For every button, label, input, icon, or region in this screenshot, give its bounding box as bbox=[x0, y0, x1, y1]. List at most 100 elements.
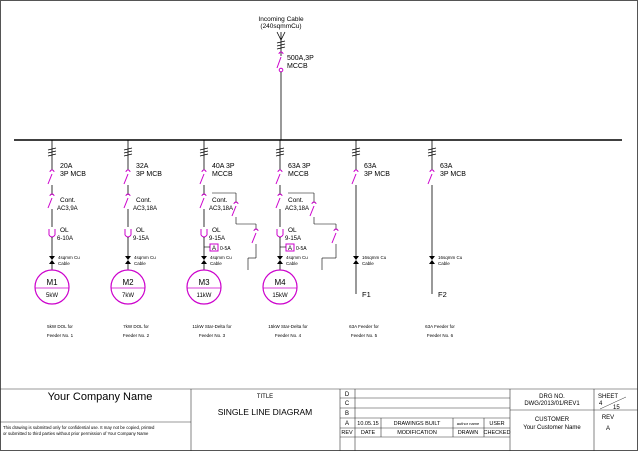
rev-letter-a: A bbox=[345, 421, 349, 427]
feeder-4-ammeter-range: 0-5A bbox=[296, 246, 307, 252]
feeder-4: 63A 3P MCCB Cont. AC3,18A OL 9-15A A 0-5… bbox=[262, 140, 339, 338]
feeder-3-motor-power: 11kW bbox=[197, 293, 212, 299]
feeder-1-motor-symbol bbox=[34, 269, 70, 305]
feeder-2-motor-symbol bbox=[110, 269, 146, 305]
feeder-2-cable-size: 4sqmm Cu bbox=[134, 255, 156, 260]
rev-a-date: 10.05.15 bbox=[357, 421, 378, 427]
feeder-4-motor-power: 15kW bbox=[272, 293, 288, 299]
feeder-1-cable-size: 4sqmm Cu bbox=[58, 255, 80, 260]
feeder-2-overload-rating: 9-15A bbox=[133, 236, 149, 242]
rev-letter-c: C bbox=[345, 401, 350, 407]
feeder-4-overload-rating: 9-15A bbox=[285, 236, 301, 242]
feeder-5-breaker-type: 3P MCB bbox=[364, 171, 390, 178]
incomer-breaker-label-2: MCCB bbox=[287, 63, 308, 70]
feeder-6-description-2: Feeder No. 6 bbox=[427, 333, 454, 338]
rev-letter-d: D bbox=[345, 392, 350, 398]
feeder-3-overload-label: OL bbox=[212, 227, 221, 234]
drg-no-label: DRG NO. bbox=[539, 394, 565, 400]
incomer: Incoming Cable (240sqmmCu) 500A,3P MCCB bbox=[258, 16, 314, 140]
feeder-3-breaker-type: MCCB bbox=[212, 171, 233, 178]
feeder-3-motor-id: M3 bbox=[198, 278, 210, 287]
feeder-6-description-1: 63A Feeder for bbox=[425, 324, 455, 329]
incomer-cable-label-1: Incoming Cable bbox=[258, 16, 304, 23]
title-label: TITLE bbox=[257, 394, 273, 400]
feeder-2-cable-type: Cable bbox=[134, 261, 146, 266]
feeder-1-contactor-rating: AC3,9A bbox=[57, 206, 78, 212]
feeder-3-contactor-rating: AC3,18A bbox=[209, 206, 233, 212]
feeder-3-cable-size: 4sqmm Cu bbox=[210, 255, 232, 260]
feeder-2-description-1: 7kW DOL for bbox=[123, 324, 149, 329]
feeder-5: 63A 3P MCB 16sqmm Cu Cable F1 63A Feeder… bbox=[349, 140, 390, 338]
rev-a-drawn: author name bbox=[457, 421, 480, 426]
feeder-1-contactor-label: Cont. bbox=[60, 197, 76, 204]
drawing-title: SINGLE LINE DIAGRAM bbox=[218, 407, 312, 417]
feeder-4-motor-id: M4 bbox=[274, 278, 286, 287]
sheet-number: 4 bbox=[599, 401, 603, 407]
feeder-5-breaker-rating: 63A bbox=[364, 163, 377, 170]
header-modification: MODIFICATION bbox=[397, 430, 437, 436]
feeder-1-motor-power: 5kW bbox=[46, 293, 58, 299]
feeder-1-overload-label: OL bbox=[60, 227, 69, 234]
disclaimer-line-2: or submitted to third parties without pr… bbox=[3, 431, 149, 436]
feeder-2-contactor-label: Cont. bbox=[136, 197, 152, 204]
rev-value: A bbox=[606, 426, 610, 432]
feeder-5-cable-type: Cable bbox=[362, 261, 374, 266]
feeder-1: 20A 3P MCB Cont. AC3,9A OL 6-10A 4sqmm C… bbox=[34, 140, 86, 338]
feeder-2-motor-power: 7kW bbox=[122, 293, 134, 299]
feeder-3-ammeter-letter: A bbox=[212, 246, 216, 252]
feeder-4-ammeter-letter: A bbox=[288, 246, 292, 252]
feeder-4-cable-size: 4sqmm Cu bbox=[286, 255, 308, 260]
feeder-3-description-1: 11kW Star-Delta for bbox=[192, 324, 232, 329]
feeder-3-contactor-label: Cont. bbox=[212, 197, 228, 204]
feeder-6-terminal-label: F2 bbox=[438, 290, 447, 299]
feeder-1-overload-rating: 6-10A bbox=[57, 236, 73, 242]
customer-name: Your Customer Name bbox=[523, 425, 581, 431]
feeder-2-contactor-rating: AC3,18A bbox=[133, 206, 157, 212]
feeder-4-overload-label: OL bbox=[288, 227, 297, 234]
feeder-4-motor-symbol bbox=[262, 269, 298, 305]
header-drawn: DRAWN bbox=[458, 430, 479, 436]
rev-letter-b: B bbox=[345, 411, 349, 417]
header-rev: REV bbox=[341, 430, 353, 436]
incomer-cable-label-2: (240sqmmCu) bbox=[260, 23, 301, 30]
incomer-breaker-label-1: 500A,3P bbox=[287, 55, 314, 62]
sheet-total: 15 bbox=[613, 405, 620, 411]
feeder-1-description-1: 5kW DOL for bbox=[47, 324, 73, 329]
feeder-3-ammeter-range: 0-5A bbox=[220, 246, 231, 252]
rev-label: REV bbox=[602, 415, 614, 421]
feeder-5-description-1: 63A Feeder for bbox=[349, 324, 379, 329]
drg-no-value: DWG/2013/01/REV1 bbox=[524, 401, 580, 407]
feeder-3-breaker-rating: 40A 3P bbox=[212, 163, 235, 170]
feeder-4-star-delta-contactors bbox=[288, 192, 339, 270]
customer-label: CUSTOMER bbox=[535, 417, 570, 423]
feeder-3-ammeter-symbol bbox=[209, 243, 219, 252]
feeder-3: 40A 3P MCCB Cont. AC3,18A OL 9-15A A 0-5… bbox=[186, 140, 259, 338]
header-date: DATE bbox=[361, 430, 376, 436]
feeder-4-ammeter-symbol bbox=[285, 243, 295, 252]
company-name: Your Company Name bbox=[48, 391, 153, 403]
feeder-1-description-2: Feeder No. 1 bbox=[47, 333, 74, 338]
rev-a-checked: USER bbox=[489, 421, 504, 427]
feeder-5-terminal-label: F1 bbox=[362, 290, 371, 299]
feeder-2-description-2: Feeder No. 2 bbox=[123, 333, 150, 338]
feeder-1-breaker-rating: 20A bbox=[60, 163, 73, 170]
feeder-3-motor-symbol bbox=[186, 269, 222, 305]
feeder-4-breaker-type: MCCB bbox=[288, 171, 309, 178]
feeder-4-contactor-rating: AC3,18A bbox=[285, 206, 309, 212]
feeder-1-motor-id: M1 bbox=[46, 278, 58, 287]
feeder-3-overload-rating: 9-15A bbox=[209, 236, 225, 242]
rev-a-modification: DRAWINGS BUILT bbox=[394, 421, 441, 427]
feeder-4-breaker-rating: 63A 3P bbox=[288, 163, 311, 170]
feeder-3-star-delta-contactors bbox=[212, 192, 259, 270]
feeder-2-overload-label: OL bbox=[136, 227, 145, 234]
feeder-2: 32A 3P MCB Cont. AC3,18A OL 9-15A 4sqmm … bbox=[110, 140, 162, 338]
incomer-breaker-symbol bbox=[276, 51, 284, 73]
feeder-6-breaker-rating: 63A bbox=[440, 163, 453, 170]
header-checked: CHECKED bbox=[484, 430, 511, 436]
feeder-3-cable-type: Cable bbox=[210, 261, 222, 266]
feeder-6-cable-type: Cable bbox=[438, 261, 450, 266]
sheet-label: SHEET bbox=[598, 394, 618, 400]
feeder-6-breaker-type: 3P MCB bbox=[440, 171, 466, 178]
